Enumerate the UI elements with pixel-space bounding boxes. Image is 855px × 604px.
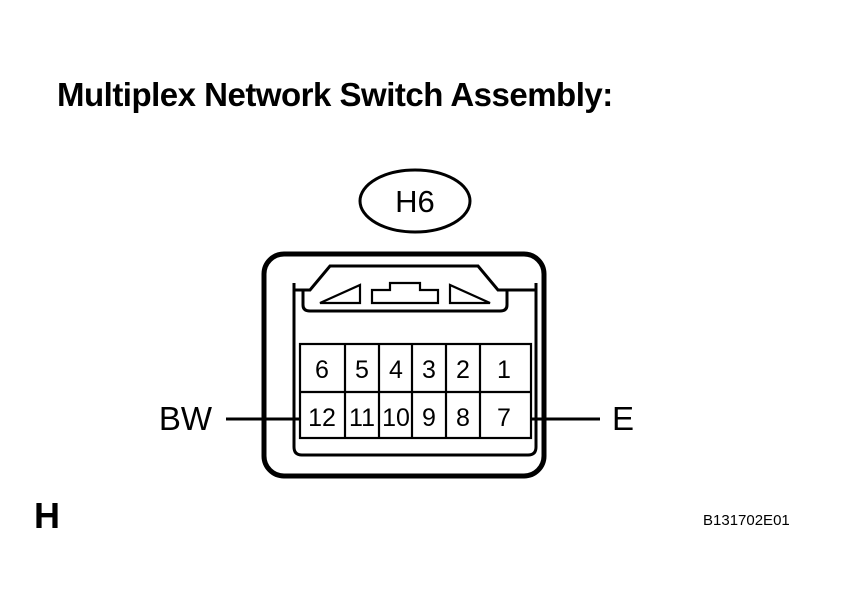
- pin-number: 10: [382, 404, 410, 432]
- pin-number: 9: [422, 404, 436, 432]
- pin-number: 11: [349, 404, 375, 432]
- connector-latch-tab: [292, 264, 538, 313]
- latch-lower-edge: [301, 290, 509, 313]
- pin-number: 5: [355, 356, 369, 384]
- latch-outer-profile: [292, 264, 538, 292]
- pin-grid: 6 5 4 3 2 1 12 11 10 9 8 7: [298, 342, 533, 440]
- pin-number: 6: [315, 356, 329, 384]
- pin-number: 7: [497, 404, 511, 432]
- connector-id-ellipse: [358, 168, 472, 234]
- page-title: Multiplex Network Switch Assembly:: [57, 76, 613, 113]
- latch-left-cutout: [319, 283, 362, 305]
- pin-number: 2: [456, 356, 470, 384]
- connector-id-callout: H6: [358, 168, 472, 234]
- connector-inner-panel: [292, 283, 538, 457]
- pin-number: 12: [308, 404, 336, 432]
- latch-right-cutout: [448, 283, 491, 305]
- latch-center-notch: [370, 281, 440, 305]
- pin-number: 4: [389, 356, 403, 384]
- pin-number: 3: [422, 356, 436, 384]
- pin-number: 1: [497, 356, 511, 384]
- right-wire-label: E: [612, 400, 634, 437]
- connector-outer-shell: [261, 251, 547, 479]
- pin-number: 8: [456, 404, 470, 432]
- reference-code: B131702E01: [703, 512, 790, 529]
- left-wire-label: BW: [159, 400, 213, 437]
- connector-housing: 6 5 4 3 2 1 12 11 10 9 8 7: [261, 251, 547, 479]
- connector-id-label: H6: [395, 184, 435, 219]
- section-label: H: [34, 495, 60, 536]
